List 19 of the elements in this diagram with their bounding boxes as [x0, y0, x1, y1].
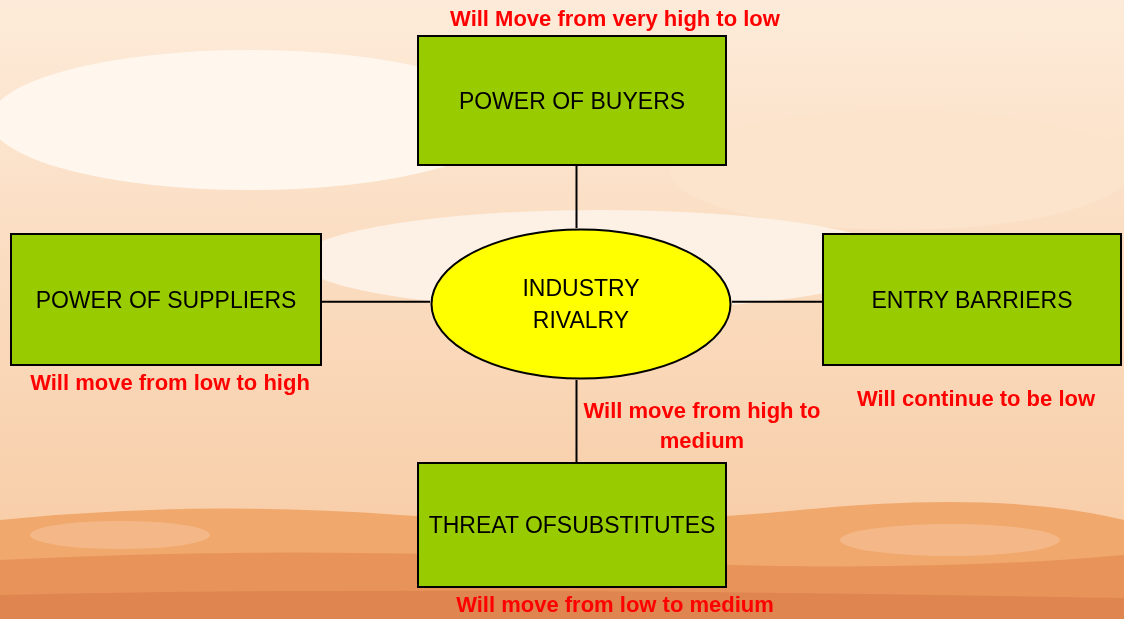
- node-label: THREAT OFSUBSTITUTES: [428, 511, 716, 540]
- connector-line: [321, 300, 431, 303]
- node-label: ENTRY BARRIERS: [871, 285, 1073, 315]
- process-box: [822, 233, 1122, 366]
- connector-line: [575, 165, 578, 229]
- connector-line: [731, 300, 823, 303]
- connector-line: [575, 379, 578, 463]
- central-ellipse: [430, 228, 732, 380]
- node-label: POWER OF SUPPLIERS: [35, 285, 297, 315]
- forecast-note: Will move from low to high: [29, 369, 311, 397]
- process-box: [417, 462, 727, 588]
- forecast-note: Will continue to be low: [855, 385, 1097, 413]
- forecast-note: Will move from high to medium: [582, 397, 822, 455]
- process-box: [417, 35, 727, 166]
- forecast-note: Will move from low to medium: [455, 591, 775, 619]
- node-label: INDUSTRY RIVALRY: [521, 274, 641, 335]
- forecast-note: Will Move from very high to low: [449, 5, 781, 33]
- node-label: POWER OF BUYERS: [458, 86, 686, 116]
- process-box: [10, 233, 322, 366]
